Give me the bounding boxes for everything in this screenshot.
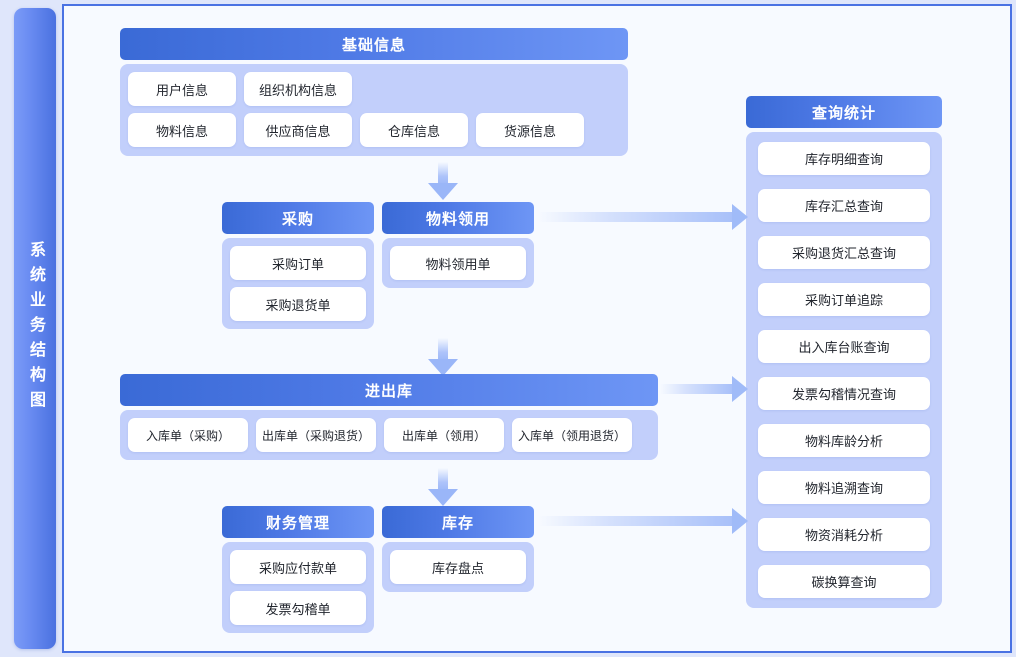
node-inventory-detail-query[interactable]: 库存明细查询 [758, 142, 930, 175]
node-source-information[interactable]: 货源信息 [476, 113, 584, 147]
node-outbound-purchase-return[interactable]: 出库单（采购退货） [256, 418, 376, 452]
group-header-inventory: 库存 [382, 506, 534, 538]
node-organization-information[interactable]: 组织机构信息 [244, 72, 352, 106]
node-purchase-return-summary-query[interactable]: 采购退货汇总查询 [758, 236, 930, 269]
node-supplier-information[interactable]: 供应商信息 [244, 113, 352, 147]
diagram-panel: 基础信息 用户信息 组织机构信息 物料信息 供应商信息 仓库信息 货源信息 采购… [62, 4, 1012, 653]
group-header-inbound-outbound: 进出库 [120, 374, 658, 406]
sidebar-title-rail: 系统业务结构图 [14, 8, 56, 649]
node-warehouse-information[interactable]: 仓库信息 [360, 113, 468, 147]
group-header-query-statistics: 查询统计 [746, 96, 942, 128]
node-outbound-requisition[interactable]: 出库单（领用） [384, 418, 504, 452]
arrow-head [732, 204, 748, 230]
arrow-head [732, 508, 748, 534]
group-financial-management: 财务管理 采购应付款单 发票勾稽单 [222, 506, 374, 633]
node-purchase-return-order[interactable]: 采购退货单 [230, 287, 366, 321]
arrow-down-icon-purchase-to-warehouse [428, 338, 458, 376]
arrow-right-icon-finance-to-query [538, 508, 748, 534]
group-body-inbound-outbound: 入库单（采购） 出库单（采购退货） 出库单（领用） 入库单（领用退货） [120, 410, 658, 460]
arrow-shaft [438, 468, 448, 492]
group-header-financial-management: 财务管理 [222, 506, 374, 538]
node-inbound-purchase[interactable]: 入库单（采购） [128, 418, 248, 452]
node-inventory-summary-query[interactable]: 库存汇总查询 [758, 189, 930, 222]
node-inventory-count[interactable]: 库存盘点 [390, 550, 526, 584]
group-inventory: 库存 库存盘点 [382, 506, 534, 592]
group-body-inventory: 库存盘点 [382, 542, 534, 592]
group-body-basic-information: 用户信息 组织机构信息 物料信息 供应商信息 仓库信息 货源信息 [120, 64, 628, 156]
group-basic-information: 基础信息 用户信息 组织机构信息 物料信息 供应商信息 仓库信息 货源信息 [120, 28, 628, 156]
node-material-age-analysis[interactable]: 物料库龄分析 [758, 424, 930, 457]
node-inbound-outbound-ledger-query[interactable]: 出入库台账查询 [758, 330, 930, 363]
node-material-information[interactable]: 物料信息 [128, 113, 236, 147]
node-material-requisition-form[interactable]: 物料领用单 [390, 246, 526, 280]
group-header-material-requisition: 物料领用 [382, 202, 534, 234]
arrow-shaft [538, 516, 733, 526]
arrow-shaft [660, 384, 733, 394]
arrow-shaft [538, 212, 733, 222]
group-header-purchase: 采购 [222, 202, 374, 234]
node-user-information[interactable]: 用户信息 [128, 72, 236, 106]
arrow-down-icon-warehouse-to-finance [428, 468, 458, 506]
arrow-right-icon-warehouse-to-query [660, 376, 748, 402]
arrow-head [732, 376, 748, 402]
node-invoice-reconciliation[interactable]: 发票勾稽单 [230, 591, 366, 625]
group-header-basic-information: 基础信息 [120, 28, 628, 60]
node-invoice-reconciliation-status-query[interactable]: 发票勾稽情况查询 [758, 377, 930, 410]
node-carbon-conversion-query[interactable]: 碳换算查询 [758, 565, 930, 598]
arrow-down-icon-basic-to-purchase [428, 162, 458, 200]
node-purchase-order[interactable]: 采购订单 [230, 246, 366, 280]
arrow-shaft [438, 338, 448, 362]
node-material-consumption-analysis[interactable]: 物资消耗分析 [758, 518, 930, 551]
node-material-traceability-query[interactable]: 物料追溯查询 [758, 471, 930, 504]
group-query-statistics: 查询统计 库存明细查询 库存汇总查询 采购退货汇总查询 采购订单追踪 出入库台账… [746, 96, 942, 608]
group-body-material-requisition: 物料领用单 [382, 238, 534, 288]
arrow-head [428, 183, 458, 200]
arrow-right-icon-purchase-to-query [538, 204, 748, 230]
arrow-head [428, 489, 458, 506]
group-material-requisition: 物料领用 物料领用单 [382, 202, 534, 288]
group-body-purchase: 采购订单 采购退货单 [222, 238, 374, 329]
group-inbound-outbound: 进出库 入库单（采购） 出库单（采购退货） 出库单（领用） 入库单（领用退货） [120, 374, 658, 460]
arrow-shaft [438, 162, 448, 186]
arrow-head [428, 359, 458, 376]
group-purchase: 采购 采购订单 采购退货单 [222, 202, 374, 329]
group-body-query-statistics: 库存明细查询 库存汇总查询 采购退货汇总查询 采购订单追踪 出入库台账查询 发票… [746, 132, 942, 608]
group-body-financial-management: 采购应付款单 发票勾稽单 [222, 542, 374, 633]
sidebar-title-text: 系统业务结构图 [27, 241, 44, 416]
node-inbound-requisition-return[interactable]: 入库单（领用退货） [512, 418, 632, 452]
node-purchase-order-tracking[interactable]: 采购订单追踪 [758, 283, 930, 316]
node-purchase-payable[interactable]: 采购应付款单 [230, 550, 366, 584]
